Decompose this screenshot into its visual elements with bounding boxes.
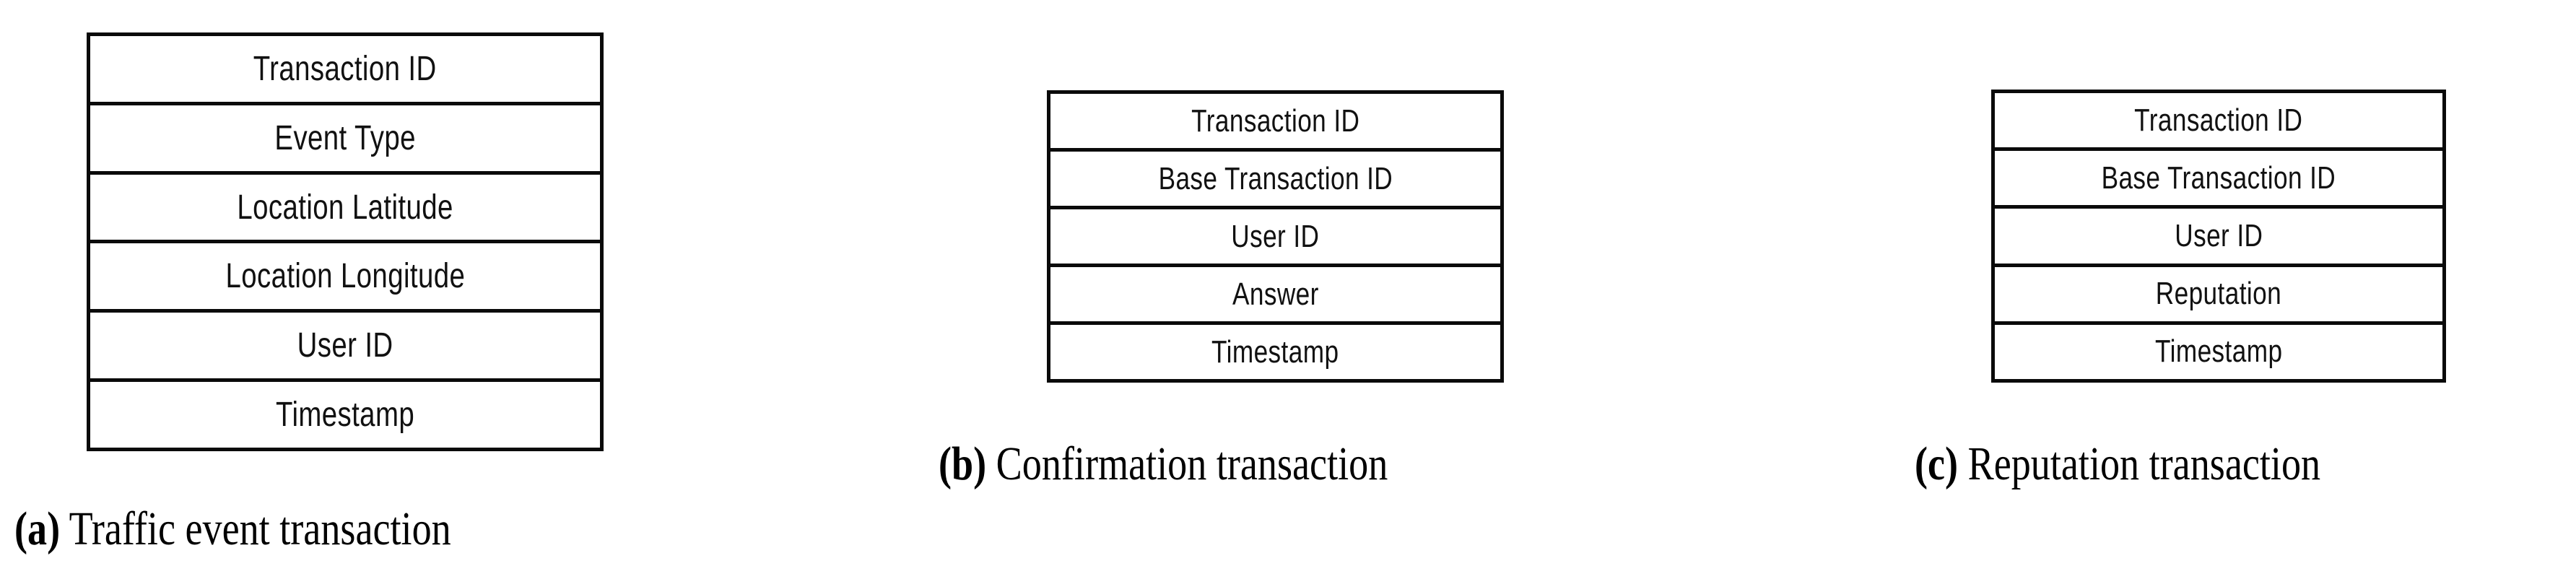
panel-caption-c: (c) Reputation transaction [1915,440,2320,488]
panel-tag: (a) [14,502,61,555]
table-row: User ID [90,313,600,383]
field-label: User ID [2174,218,2263,253]
panel-tag: (c) [1915,437,1959,490]
table-row: Location Longitude [90,243,600,313]
field-label: Timestamp [275,396,415,435]
table-row: Transaction ID [1995,93,2442,152]
panel-caption-text: Confirmation transaction [986,437,1388,490]
field-label: Answer [1232,276,1319,312]
transaction-table-c: Transaction ID Base Transaction ID User … [1991,90,2446,383]
table-row: Location Latitude [90,174,600,244]
table-row: Event Type [90,105,600,175]
field-label: Location Longitude [225,257,465,296]
panel-caption-a: (a) Traffic event transaction [14,505,451,553]
field-label: Location Latitude [237,188,453,227]
table-row: Timestamp [90,382,600,448]
table-row: Transaction ID [1050,94,1500,152]
field-label: Base Transaction ID [2101,160,2336,196]
table-row: Reputation [1995,266,2442,325]
panel-caption-text: Reputation transaction [1958,437,2321,490]
panel-caption-text: Traffic event transaction [60,502,451,555]
field-label: Transaction ID [1191,103,1360,139]
field-label: Transaction ID [253,49,437,88]
transaction-table-a: Transaction ID Event Type Location Latit… [87,32,604,451]
field-label: Timestamp [1211,334,1339,370]
table-row: Base Transaction ID [1050,152,1500,209]
field-label: Base Transaction ID [1158,160,1393,196]
table-row: User ID [1995,209,2442,267]
table-row: Timestamp [1995,324,2442,380]
field-label: Timestamp [2154,334,2283,370]
transaction-table-b: Transaction ID Base Transaction ID User … [1047,90,1504,383]
panel-tag: (b) [939,437,987,490]
table-row: Base Transaction ID [1995,151,2442,209]
field-label: User ID [297,326,393,365]
field-label: Reputation [2155,276,2282,312]
panel-caption-b: (b) Confirmation transaction [939,440,1388,488]
field-label: Transaction ID [2134,102,2303,138]
field-label: Event Type [274,118,416,157]
field-label: User ID [1231,218,1320,254]
table-row: Answer [1050,267,1500,325]
table-row: Transaction ID [90,36,600,105]
table-row: User ID [1050,209,1500,267]
table-row: Timestamp [1050,325,1500,379]
